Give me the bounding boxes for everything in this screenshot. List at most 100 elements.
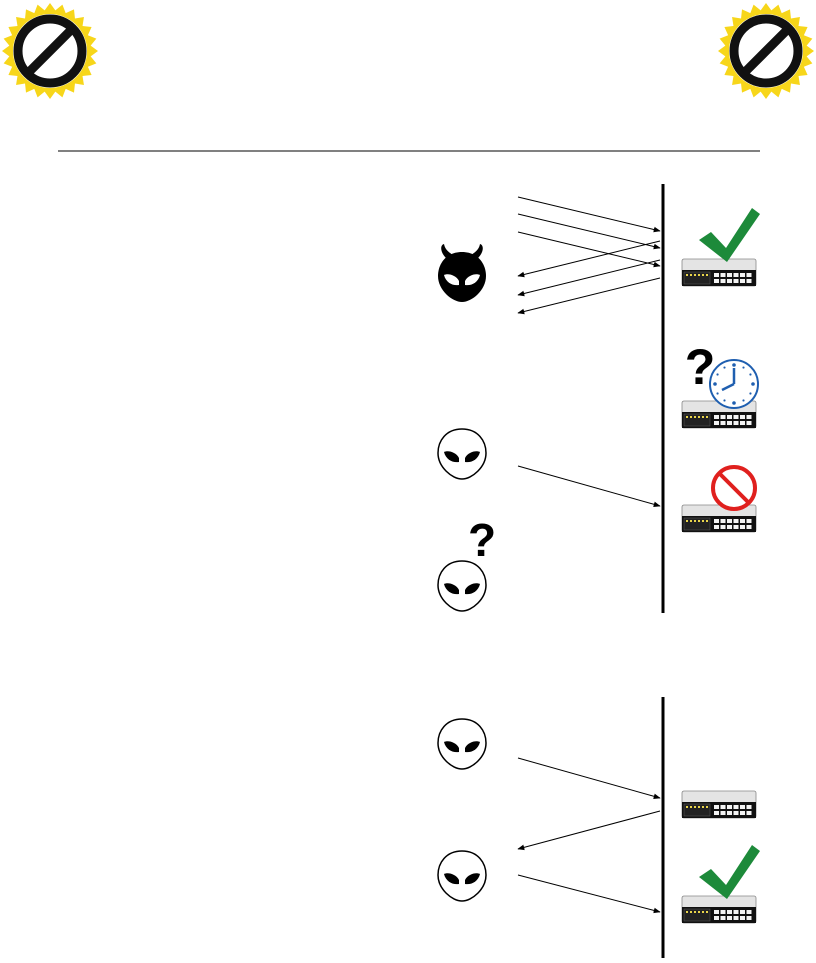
switch-led (690, 274, 692, 276)
switch-port (740, 519, 745, 523)
syn-arrow-2 (517, 213, 661, 250)
switch-port (727, 279, 732, 283)
alien-eye-right (465, 583, 480, 595)
alien-eye-left (444, 873, 459, 885)
switch-port (714, 805, 719, 809)
switch-port (740, 916, 745, 920)
switch-port (733, 805, 739, 809)
clock-minute-hand (721, 382, 735, 392)
switch-led-panel (683, 413, 711, 427)
alien-eye-right (465, 274, 480, 286)
no-entry-sign-icon (2, 3, 98, 99)
cookie-syn-arrow (517, 757, 661, 799)
switch-port (733, 525, 739, 529)
client-blocked (437, 428, 487, 480)
alien-head-icon (437, 560, 487, 612)
switch-led (686, 806, 688, 808)
switch-port (746, 279, 752, 283)
synack-arrow-1 (517, 240, 661, 278)
switch-led (698, 520, 700, 522)
switch-led-panel (683, 908, 711, 922)
switch-port (727, 273, 732, 277)
forbidden-sign-icon (711, 465, 757, 511)
no-entry-sign-icon (718, 3, 814, 99)
syn-arrow-3 (517, 231, 661, 268)
switch-port (733, 415, 739, 419)
switch-led-panel (683, 517, 711, 531)
alien-head-icon (437, 718, 487, 770)
switch-led (698, 806, 700, 808)
clock-tick (749, 373, 752, 376)
switch-led-panel (683, 803, 711, 817)
server-switch-5 (681, 895, 757, 924)
switch-port (714, 811, 719, 815)
server-switch-4 (681, 790, 757, 819)
alien-head-icon (437, 428, 487, 480)
switch-port (720, 519, 726, 523)
switch-port (740, 811, 745, 815)
devil-alien-icon (438, 244, 486, 302)
alien-eye-right (465, 741, 480, 753)
switch-port (720, 805, 726, 809)
network-switch-icon (681, 790, 757, 819)
badge-bar (24, 25, 76, 77)
switch-led (706, 416, 708, 418)
switch-port (714, 273, 719, 277)
switch-port (746, 916, 752, 920)
switch-port (746, 415, 752, 419)
badge-left (2, 3, 98, 99)
switch-led (702, 806, 704, 808)
switch-port (733, 279, 739, 283)
badge-bar (740, 25, 792, 77)
client-question-mark: ? (468, 514, 496, 566)
switch-port (746, 273, 752, 277)
client-cookie-1 (437, 718, 487, 770)
switch-led (686, 274, 688, 276)
alien-eye-left (444, 451, 459, 463)
switch-led (690, 911, 692, 913)
switch-port (727, 525, 732, 529)
switch-port (720, 273, 726, 277)
switch-port (714, 519, 719, 523)
synack-arrow-3 (517, 277, 661, 315)
switch-led (686, 416, 688, 418)
clock-tick (749, 392, 752, 395)
clock-tick (716, 392, 719, 395)
cookie-ack-arrow (517, 874, 661, 914)
client-waiting (437, 560, 487, 612)
switch-port (740, 910, 745, 914)
switch-port (733, 273, 739, 277)
switch-port (720, 415, 726, 419)
devil-horn-right (471, 244, 483, 258)
switch-port (740, 415, 745, 419)
check-mark-icon (699, 208, 760, 262)
switch-port (733, 916, 739, 920)
switch-port (720, 279, 726, 283)
cookie-arrows (517, 757, 661, 914)
switch-port (720, 811, 726, 815)
synack-arrow-2 (517, 259, 661, 297)
switch-led (698, 911, 700, 913)
switch-port (746, 910, 752, 914)
alien-head-icon (437, 850, 487, 902)
switch-port (714, 279, 719, 283)
switch-port (740, 279, 745, 283)
switch-led (698, 274, 700, 276)
switch-led (690, 416, 692, 418)
blocked-syn-arrow (517, 465, 661, 507)
client-cookie-2 (437, 850, 487, 902)
alien-eye-left (444, 583, 459, 595)
switch-led (694, 416, 696, 418)
alien-eye-right (465, 451, 480, 463)
switch-port (727, 805, 732, 809)
switch-port (733, 910, 739, 914)
cookie-synack-arrow (517, 810, 661, 851)
switch-led (706, 911, 708, 913)
server-switch-3 (681, 504, 757, 533)
attacker (438, 244, 486, 302)
switch-led (690, 806, 692, 808)
clock-tick (732, 401, 736, 405)
alien-eye-left (444, 741, 459, 753)
